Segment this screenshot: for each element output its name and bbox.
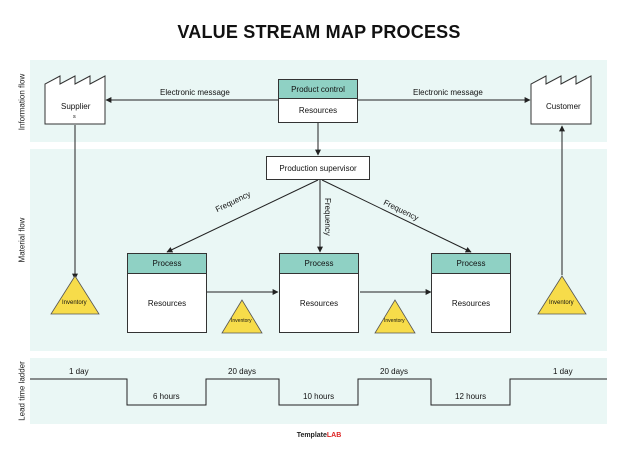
brand-accent: LAB [326, 432, 342, 439]
brand-text: Template [296, 432, 327, 439]
brand-logo: TemplateLAB [0, 432, 638, 439]
customer-factory-shape [530, 75, 592, 125]
arrow-frequency-right [321, 179, 472, 253]
inventory-2-triangle [374, 299, 416, 334]
inventory-supplier-triangle [50, 275, 100, 315]
supplier-factory-shape [44, 75, 106, 125]
inventory-1-triangle [221, 299, 263, 334]
inventory-customer-triangle [537, 275, 587, 315]
inventory-supplier-label: Inventory [62, 300, 87, 306]
supplier-label: Supplier [61, 102, 91, 111]
lead-time-top-1: 1 day [69, 367, 89, 376]
inventory-customer-label: Inventory [549, 300, 574, 306]
product-control-header: Product control [278, 79, 358, 99]
lead-time-bottom-2: 10 hours [303, 392, 335, 401]
product-control-resources: Resources [278, 98, 358, 123]
lead-time-band [30, 358, 607, 424]
arrow-frequency-left [166, 179, 319, 253]
lead-time-top-4: 1 day [553, 367, 573, 376]
lead-time-top-3: 20 days [380, 367, 409, 376]
production-supervisor: Production supervisor [266, 156, 370, 180]
process-1-header: Process [127, 253, 207, 274]
inventory-1-label: Inventory [231, 318, 252, 324]
process-2-resources: Resources [279, 273, 359, 333]
lead-time-bottom-1: 6 hours [153, 392, 180, 401]
electronic-message-left: Electronic message [160, 88, 230, 97]
inventory-2-label: Inventory [384, 318, 405, 324]
process-2-header: Process [279, 253, 359, 274]
customer-label: Customer [546, 102, 581, 111]
supplier-label-wrap: s [73, 114, 76, 120]
process-1-resources: Resources [127, 273, 207, 333]
lead-time-bottom-3: 12 hours [455, 392, 487, 401]
lead-time-ladder-line [30, 378, 607, 406]
electronic-message-right: Electronic message [413, 88, 483, 97]
lead-time-top-2: 20 days [228, 367, 257, 376]
process-3-resources: Resources [431, 273, 511, 333]
frequency-center-label: Frequency [323, 198, 332, 236]
process-3-header: Process [431, 253, 511, 274]
diagram-title: VALUE STREAM MAP PROCESS [177, 22, 461, 42]
